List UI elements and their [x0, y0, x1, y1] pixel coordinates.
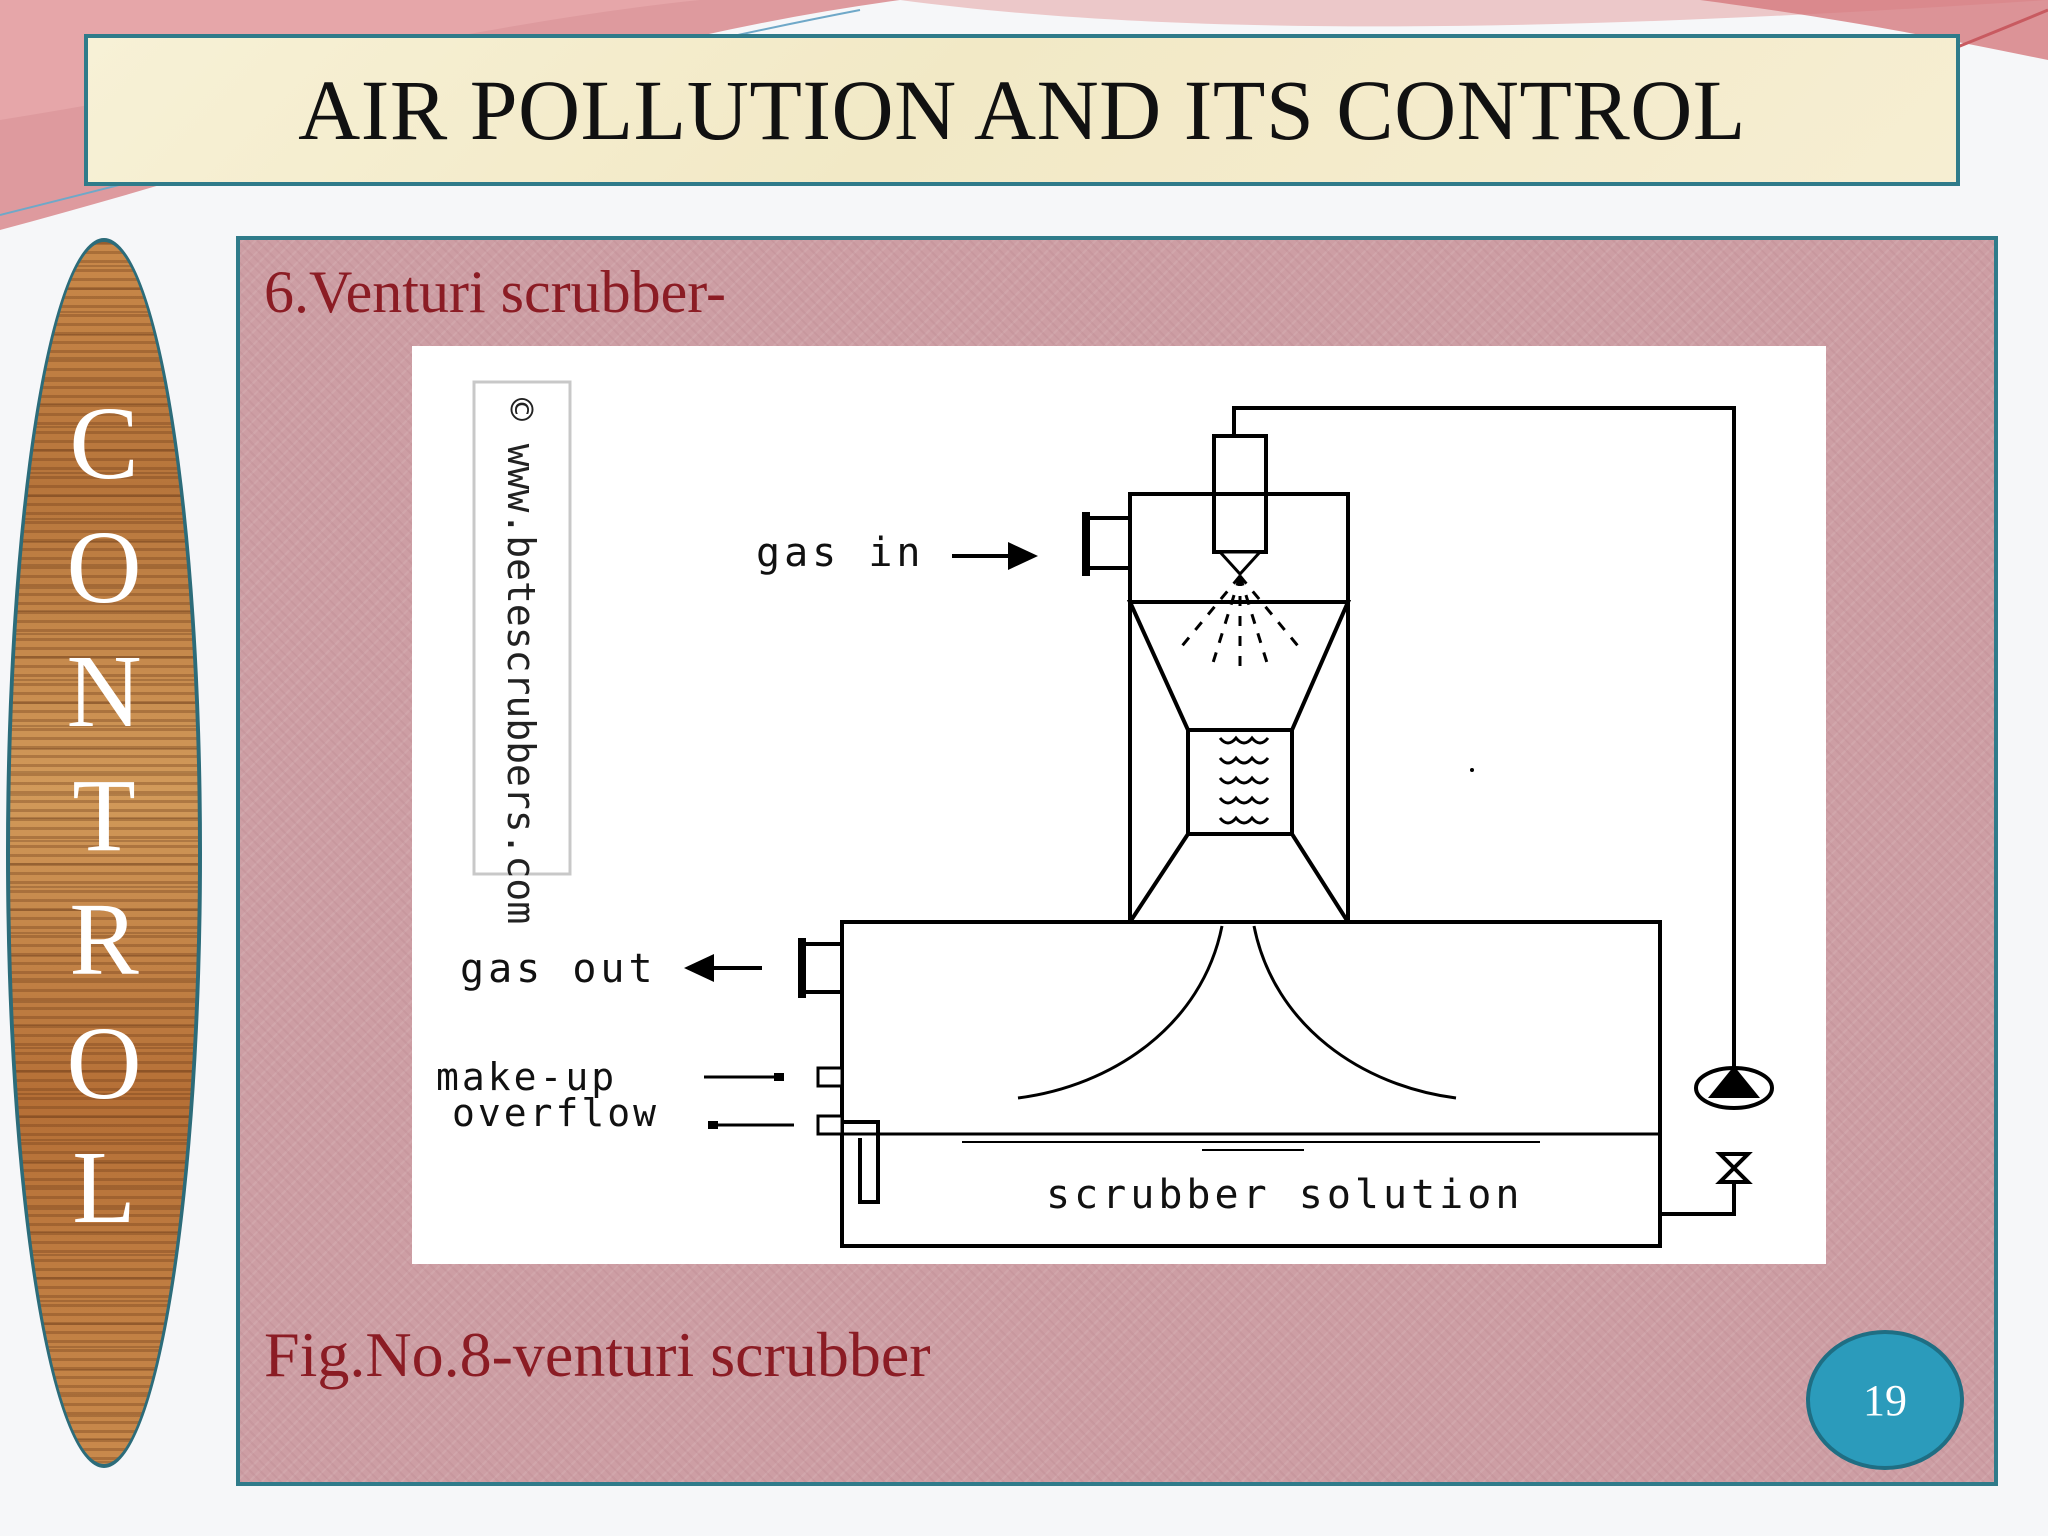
overflow-pipe: [842, 1120, 880, 1204]
section-heading: 6.Venturi scrubber-: [264, 259, 726, 325]
scrubber-solution-label: scrubber solution: [1046, 1172, 1523, 1218]
overflow-label: overflow: [452, 1091, 659, 1135]
diverging-section: [1126, 832, 1352, 924]
side-letter: L: [72, 1130, 136, 1245]
figure-caption: Fig.No.8-venturi scrubber: [264, 1319, 931, 1390]
slide-title: AIR POLLUTION AND ITS CONTROL: [298, 62, 1746, 158]
title-banner: AIR POLLUTION AND ITS CONTROL: [84, 34, 1960, 186]
watermark-box: [472, 380, 572, 876]
page-number-badge: 19: [1806, 1330, 1964, 1470]
gas-outlet-flange: [802, 942, 844, 994]
side-wood-oval: C O N T R O L: [6, 238, 202, 1468]
watermark-text: © www.betescrubbers.com: [499, 398, 543, 924]
side-letter: T: [72, 758, 136, 873]
throat-coil: [1218, 735, 1270, 825]
recirculation-pipe: [1232, 406, 1736, 1086]
gas-in-label: gas in: [756, 530, 925, 576]
valve-icon: [1715, 1152, 1753, 1184]
pump-icon: [1694, 1066, 1774, 1110]
side-letter: O: [66, 510, 142, 625]
side-letter: C: [69, 386, 139, 501]
make-up-label: make-up: [436, 1055, 617, 1099]
page-number: 19: [1863, 1375, 1907, 1425]
side-letter: N: [66, 634, 142, 749]
make-up-port: [816, 1066, 844, 1088]
overflow-port: [816, 1114, 844, 1136]
side-letter: O: [66, 1006, 142, 1121]
content-panel: 6.Venturi scrubber- © www.betescrubbers.…: [236, 236, 1998, 1486]
gas-out-label: gas out: [460, 946, 657, 992]
venturi-scrubber-diagram: © www.betescrubbers.com: [412, 346, 1826, 1264]
spray-curve-left: [1017, 925, 1224, 1100]
gas-inlet-flange: [1086, 516, 1132, 570]
spray-curve-right: [1252, 925, 1457, 1100]
spray-lines: [1180, 575, 1300, 667]
side-letter: R: [69, 882, 139, 997]
